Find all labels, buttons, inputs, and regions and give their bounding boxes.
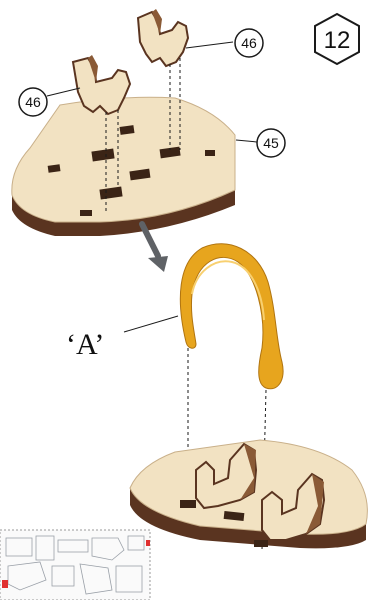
step-number: 12 [324, 27, 351, 54]
sheet-thumbnail [0, 530, 150, 600]
callout-46-right: 46 [186, 29, 263, 57]
step-badge: 12 [315, 14, 359, 64]
slot [180, 500, 196, 508]
band-label-callout: ‘A’ [66, 316, 178, 361]
band-label: ‘A’ [66, 328, 104, 361]
slot [80, 210, 92, 216]
callout-45-label: 45 [263, 135, 279, 151]
piece-46-right [138, 9, 188, 66]
down-arrow-icon [142, 224, 168, 272]
slot [205, 150, 215, 156]
callout-46-right-label: 46 [241, 35, 257, 51]
upper-base-plate [12, 97, 235, 236]
callout-46-left-label: 46 [25, 94, 41, 110]
slot [254, 540, 268, 547]
callout-45: 45 [236, 129, 285, 157]
rubber-band [180, 244, 283, 389]
